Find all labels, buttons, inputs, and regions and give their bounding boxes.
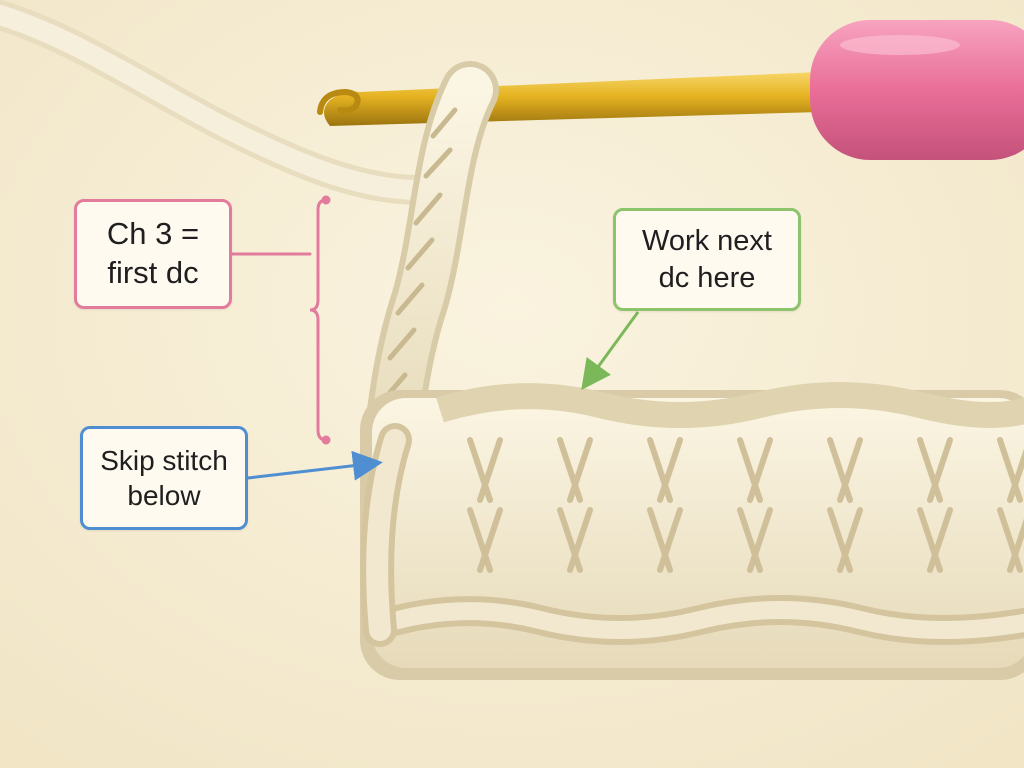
- work-next-label-line1: Work next: [641, 225, 772, 258]
- chain-label-line2: first dc: [107, 255, 199, 290]
- skip-label-line1: Skip stitch: [100, 445, 228, 476]
- work-next-label-line2: dc here: [658, 261, 756, 294]
- skip-stitch-label-box: Skip stitch below: [80, 426, 248, 530]
- work-next-label-box: Work next dc here: [613, 208, 801, 311]
- skip-stitch-arrow: [247, 450, 383, 481]
- work-next-arrow: [581, 311, 640, 391]
- crochet-fabric: [360, 382, 1024, 680]
- chain-label-box: Ch 3 = first dc: [74, 199, 232, 309]
- skip-label-line2: below: [127, 480, 201, 511]
- chain-bracket: [230, 195, 331, 445]
- chain-label-line1: Ch 3 =: [106, 216, 200, 252]
